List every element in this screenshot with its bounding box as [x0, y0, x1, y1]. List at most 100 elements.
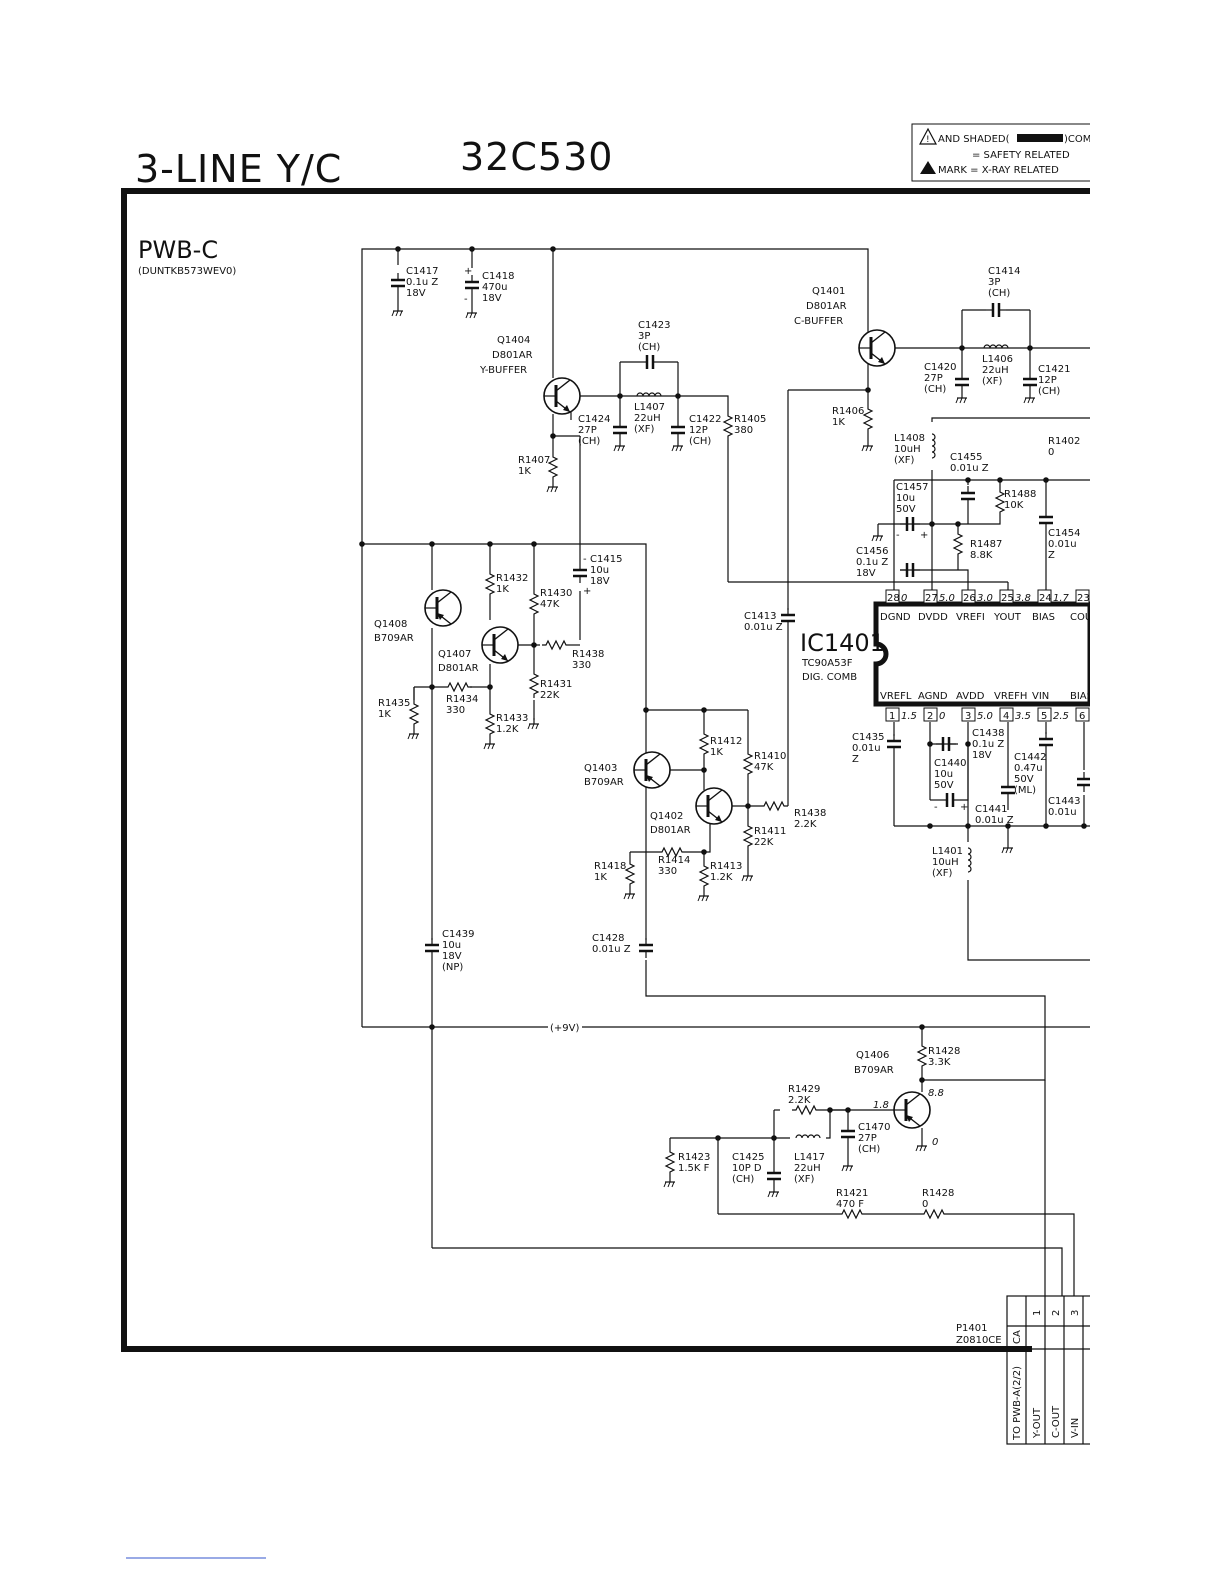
pin-number: 5	[1041, 711, 1047, 722]
legend-line-2: = SAFETY RELATED	[972, 150, 1070, 161]
r1438a-label: 330	[572, 660, 591, 671]
c1421-label: (CH)	[1038, 386, 1060, 397]
pin-number: 2	[927, 711, 933, 722]
r1428b-label: 0	[922, 1199, 928, 1210]
svg-text:DIG. COMB: DIG. COMB	[802, 672, 857, 683]
c1423-label: 3P	[638, 331, 650, 342]
svg-text:-: -	[464, 294, 468, 305]
pin-name: VREFH	[994, 691, 1027, 702]
r1423-label: 1.5K F	[678, 1163, 710, 1174]
pin-box	[923, 707, 938, 722]
r1430-label: 47K	[540, 599, 560, 610]
r1435-label: R1435	[378, 698, 410, 709]
svg-text:C-BUFFER: C-BUFFER	[794, 316, 843, 327]
c1442-label: 0.47u	[1014, 763, 1043, 774]
r1410-label: 47K	[754, 762, 774, 773]
safety-legend: ! AND SHADED( )COM = SAFETY RELATED MARK…	[911, 123, 1103, 182]
svg-text:Q1402: Q1402	[650, 811, 683, 822]
svg-text:Q1404: Q1404	[497, 335, 530, 346]
pin-voltage: 5.0	[939, 593, 955, 604]
pin-number: 25	[1001, 593, 1014, 604]
r1428a-label: 3.3K	[928, 1057, 951, 1068]
pin-name: BIAS	[1032, 612, 1055, 623]
pin-name: AGND	[918, 691, 948, 702]
transistor-labels: Q1404 D801AR Y-BUFFER Q1401 D801AR C-BUF…	[374, 286, 944, 1148]
r1423-label: R1423	[678, 1152, 710, 1163]
c1413-label: 0.01u Z	[744, 622, 783, 633]
svg-text:-: -	[934, 802, 938, 813]
c1455-label: C1455	[950, 452, 982, 463]
r1431-label: R1431	[540, 679, 572, 690]
svg-text:+: +	[960, 802, 968, 813]
c1440-label: 10u	[934, 769, 953, 780]
legend-line-1: AND SHADED(	[938, 134, 1010, 145]
l1407-label: (XF)	[634, 424, 655, 435]
pin-name: BIAS	[1070, 691, 1093, 702]
svg-text:TC90A53F: TC90A53F	[801, 658, 853, 669]
pin-box	[885, 707, 900, 722]
svg-text:B709AR: B709AR	[584, 777, 624, 788]
pin-box	[1037, 707, 1052, 722]
pin-voltage: 2.5	[1053, 711, 1069, 722]
c1440-label: C1440	[934, 758, 966, 769]
c1443-label: 0.01u	[1048, 807, 1077, 818]
c1439-label: 18V	[442, 951, 462, 962]
r1405-label: 380	[734, 425, 753, 436]
r1411-label: 22K	[754, 837, 774, 848]
svg-text:Q1407: Q1407	[438, 649, 471, 660]
c1425-label: C1425	[732, 1152, 764, 1163]
svg-text:2: 2	[1051, 1310, 1062, 1316]
r1402-label: 0	[1048, 447, 1054, 458]
c1454-label: 0.01u	[1048, 539, 1077, 550]
c1415-label: 10u	[590, 565, 609, 576]
r1487-label: 8.8K	[970, 550, 993, 561]
model-number: 32C530	[460, 135, 613, 179]
c1423-label: (CH)	[638, 342, 660, 353]
pin-voltage: 3.5	[1015, 711, 1031, 722]
r1414-label: R1414	[658, 855, 690, 866]
c1456-label: C1456	[856, 546, 888, 557]
r1488-label: R1488	[1004, 489, 1036, 500]
r1421-label: R1421	[836, 1188, 868, 1199]
c1470-label: (CH)	[858, 1144, 880, 1155]
pin-number: 1	[889, 711, 895, 722]
c1418-label: 470u	[482, 282, 507, 293]
svg-text:B709AR: B709AR	[374, 633, 414, 644]
pin-box	[923, 589, 938, 604]
svg-text:C-OUT: C-OUT	[1051, 1405, 1062, 1438]
svg-text:8.8: 8.8	[928, 1088, 944, 1099]
resistors	[407, 404, 1005, 1219]
pin-box	[961, 589, 976, 604]
svg-text:P1401: P1401	[956, 1323, 987, 1334]
pin-box	[999, 707, 1014, 722]
svg-text:-: -	[896, 530, 900, 541]
r1406-label: R1406	[832, 406, 864, 417]
c1415-label: C1415	[590, 554, 622, 565]
r1428a-label: R1428	[928, 1046, 960, 1057]
pin-voltage: 1.5	[901, 711, 917, 722]
shaded-swatch	[1017, 134, 1063, 142]
pin-number: 23	[1077, 593, 1090, 604]
c1428-label: C1428	[592, 933, 624, 944]
svg-text:CA: CA	[1012, 1330, 1023, 1344]
ic1401: IC1401 TC90A53F DIG. COMB	[800, 601, 1093, 707]
r1433-label: R1433	[496, 713, 528, 724]
svg-text:3: 3	[1070, 1310, 1081, 1316]
c1418-label: 18V	[482, 293, 502, 304]
svg-text:D801AR: D801AR	[438, 663, 479, 674]
c1414-label: (CH)	[988, 288, 1010, 299]
r1432-label: R1432	[496, 573, 528, 584]
c1418-label: C1418	[482, 271, 514, 282]
pin-voltage: 0	[939, 711, 945, 722]
legend-line-3: MARK = X-RAY RELATED	[938, 165, 1059, 176]
r1428b-label: R1428	[922, 1188, 954, 1199]
c1440-label: 50V	[934, 780, 954, 791]
r1434-label: R1434	[446, 694, 478, 705]
c1428-label: 0.01u Z	[592, 944, 631, 955]
svg-text:Q1401: Q1401	[812, 286, 845, 297]
l1417-label: (XF)	[794, 1174, 815, 1185]
l1401-label: L1401	[932, 846, 963, 857]
svg-text:IC1401: IC1401	[800, 629, 885, 657]
c1424-label: (CH)	[578, 436, 600, 447]
r1412-label: 1K	[710, 747, 723, 758]
